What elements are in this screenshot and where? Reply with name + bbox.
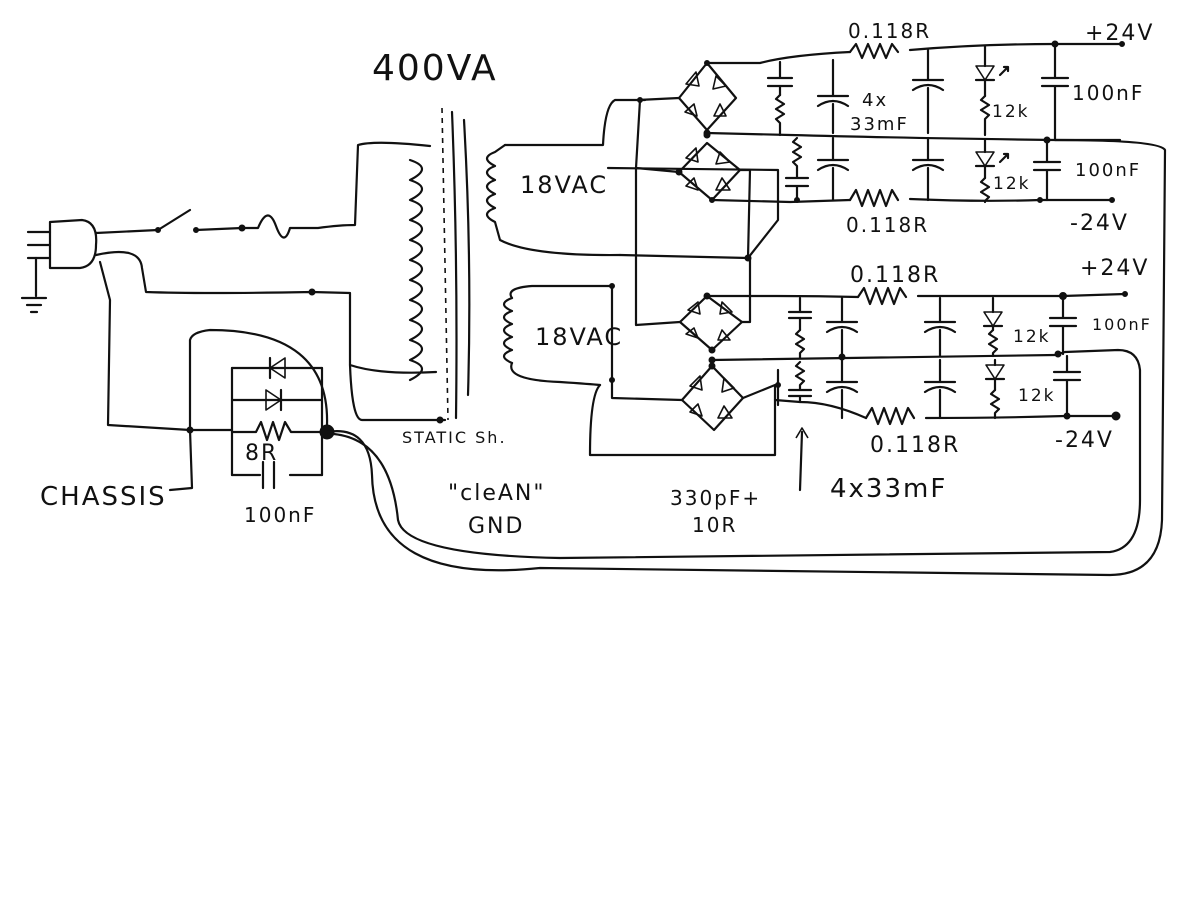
snubber-label-2: 10R [692, 513, 737, 537]
upper-neg-output-label: -24V [1070, 211, 1129, 236]
static-shield-lead [348, 363, 447, 424]
lower-cap-bank-label: 4x33mF [830, 474, 947, 504]
bridge-upper-neg [675, 141, 742, 203]
secondary-lower-label: 18VAC [535, 323, 623, 351]
snubber-label-1: 330pF+ [670, 486, 761, 510]
ground-lift-resistor-label: 8R [245, 441, 278, 466]
upper-decoupling-caps [1032, 42, 1070, 202]
clean-gnd-label-2: GND [468, 514, 524, 539]
transformer-secondary-lower [502, 284, 614, 387]
chassis-label: CHASSIS [40, 482, 167, 512]
lower-led-indicators [982, 296, 1006, 420]
ground-return-wires [188, 138, 1167, 577]
upper-pos-output-label: +24V [1085, 21, 1154, 46]
led-resistor-label-3: 12k [1013, 327, 1050, 347]
upper-rails [703, 40, 1125, 208]
ground-lift-network [168, 356, 335, 492]
lower-neg-resistor-label: 0.118R [870, 433, 960, 458]
lower-pos-resistor-label: 0.118R [850, 263, 940, 288]
ground-lift-cap-label: 100nF [244, 503, 316, 527]
fuse [240, 141, 432, 239]
secondary-upper-label: 18VAC [520, 171, 608, 199]
bridge-lower-neg [680, 362, 745, 432]
upper-cap-bank-label-1: 4x [862, 90, 888, 111]
power-switch [156, 208, 192, 232]
bridge-lower-pos [678, 292, 744, 354]
lower-cap-bank [775, 296, 957, 492]
transformer-core [441, 107, 471, 421]
mains-wiring [94, 141, 438, 432]
clean-gnd-label-1: "cleAN" [448, 481, 546, 506]
bridge-upper-pos [677, 60, 738, 137]
transformer-primary [408, 158, 424, 382]
decoupling-cap-label-3: 100nF [1092, 315, 1152, 334]
decoupling-cap-label-2: 100nF [1075, 160, 1141, 181]
upper-pos-resistor-label: 0.118R [848, 19, 931, 43]
lower-decoupling-caps [1048, 294, 1082, 418]
mains-plug [20, 218, 98, 314]
upper-neg-resistor-label: 0.118R [846, 213, 929, 237]
led-resistor-label-4: 12k [1018, 386, 1055, 406]
upper-led-indicators [974, 44, 1010, 204]
upper-cap-bank-label-2: 33mF [850, 114, 909, 135]
lower-neg-output-label: -24V [1055, 428, 1114, 453]
led-resistor-label-2: 12k [993, 174, 1030, 194]
led-resistor-label-1: 12k [992, 102, 1029, 122]
lower-rails [705, 286, 1128, 426]
transformer-secondary-upper [485, 98, 647, 257]
lower-ac-feed [588, 166, 777, 457]
upper-cap-bank [766, 48, 945, 203]
transformer-rating-label: 400VA [372, 48, 498, 89]
decoupling-cap-label-1: 100nF [1072, 81, 1144, 105]
static-shield-label: STATIC Sh. [402, 428, 507, 447]
lower-pos-output-label: +24V [1080, 256, 1149, 281]
